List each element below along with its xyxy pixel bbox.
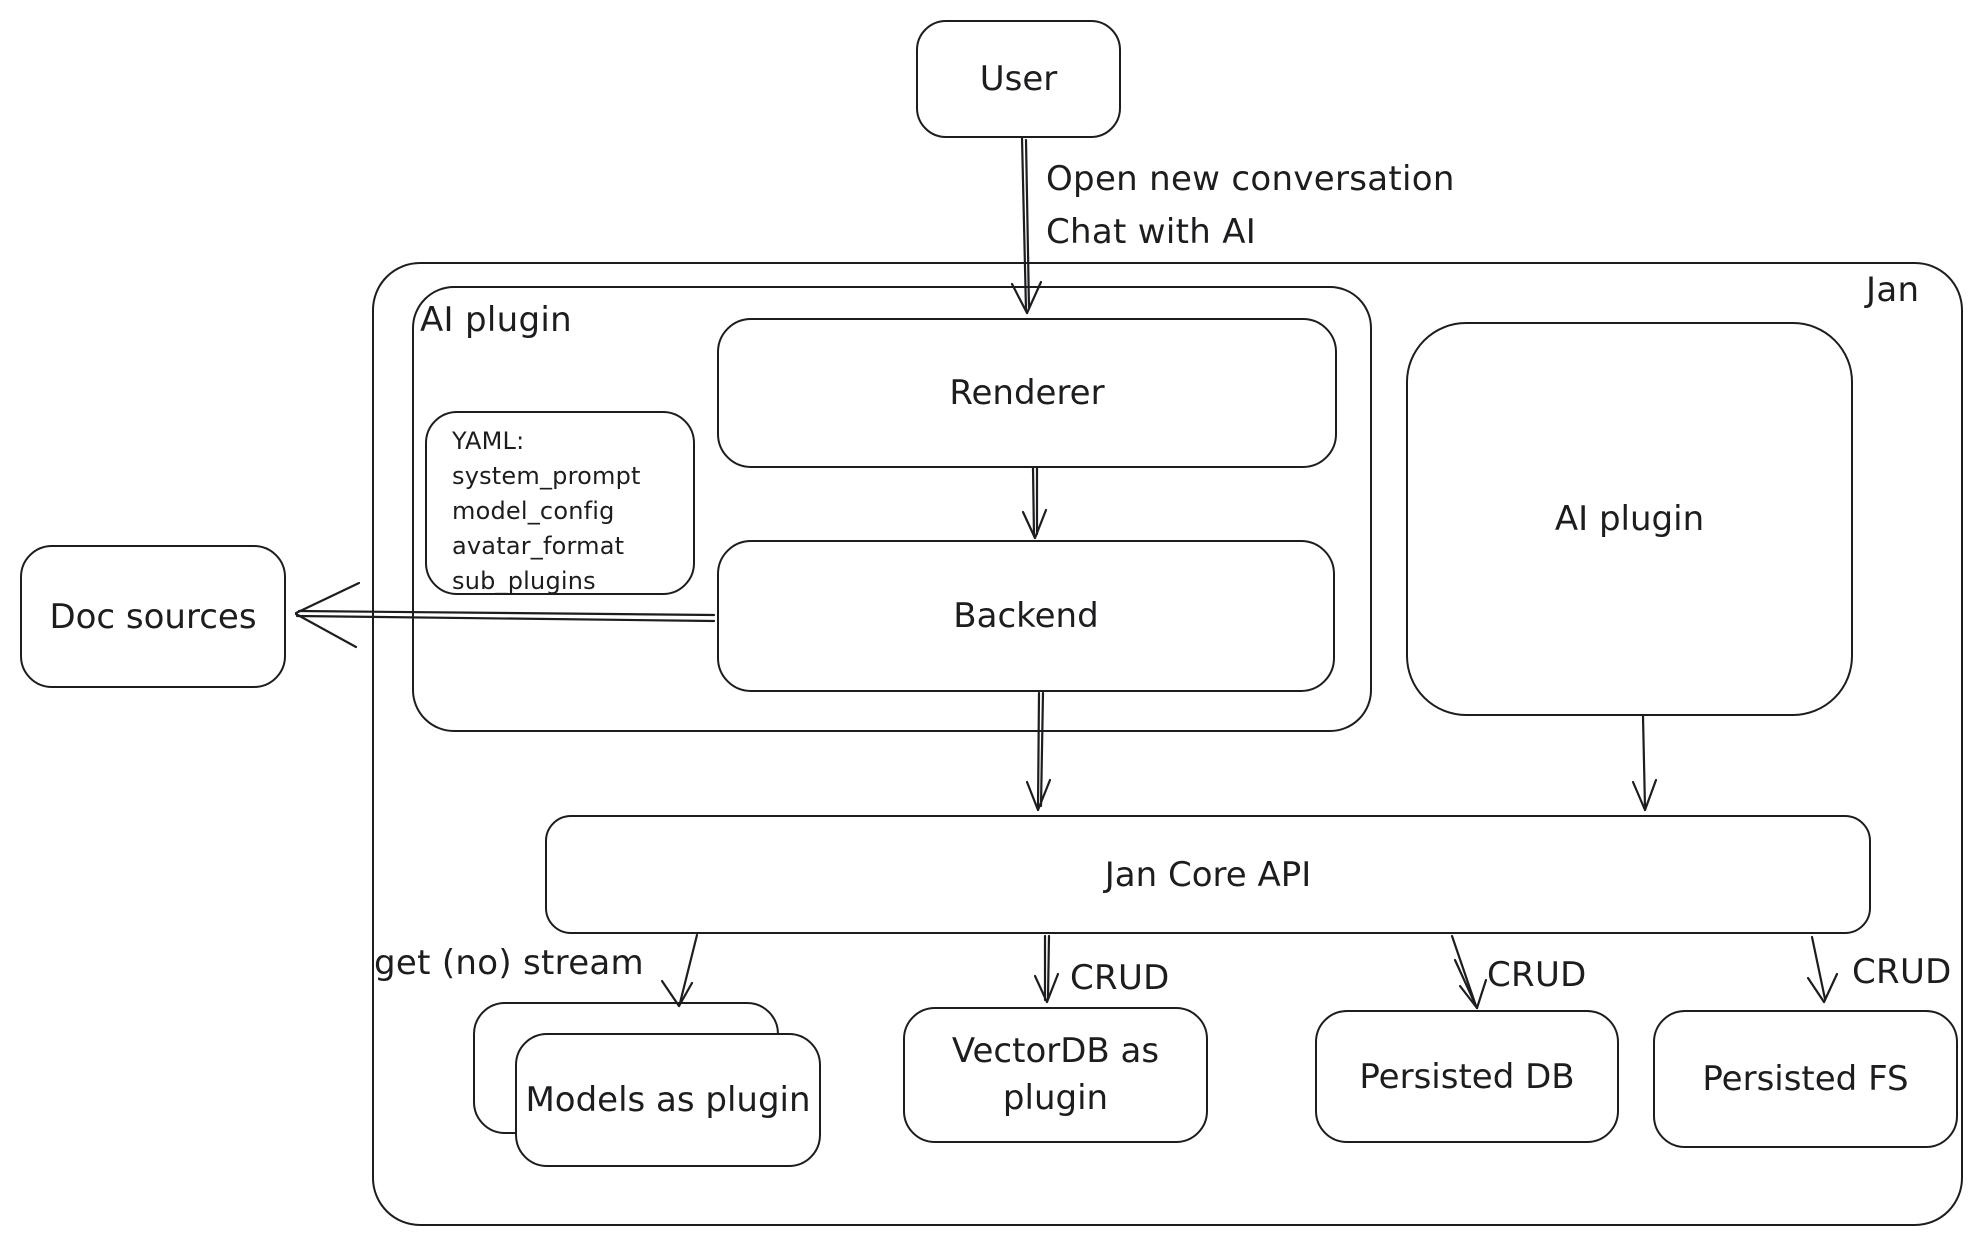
doc-sources-box: Doc sources xyxy=(20,545,286,688)
backend-box: Backend xyxy=(717,540,1335,692)
doc-sources-label: Doc sources xyxy=(49,596,257,637)
jan-core-api-box: Jan Core API xyxy=(545,815,1871,934)
persisted-db-label: Persisted DB xyxy=(1359,1056,1575,1097)
user-label: User xyxy=(979,59,1058,99)
yaml-note-text: YAML: system_prompt model_config avatar_… xyxy=(452,424,641,599)
vectordb-plugin-label: VectorDB as plugin xyxy=(951,1031,1160,1118)
ai-plugin-group-label: AI plugin xyxy=(420,300,572,340)
persisted-db-box: Persisted DB xyxy=(1315,1010,1619,1143)
yaml-note-line: model_config xyxy=(452,497,615,525)
backend-label: Backend xyxy=(953,596,1099,636)
edge-label-crud-vectordb: CRUD xyxy=(1070,958,1170,998)
yaml-note-line: sub_plugins xyxy=(452,567,596,595)
edge-label-user-flow-line2: Chat with AI xyxy=(1046,212,1257,252)
edge-label-crud-persisted-fs: CRUD xyxy=(1852,952,1952,992)
persisted-fs-label: Persisted FS xyxy=(1702,1059,1909,1099)
ai-plugin-box: AI plugin xyxy=(1406,322,1853,716)
jan-core-api-label: Jan Core API xyxy=(1104,854,1312,895)
yaml-note-line: avatar_format xyxy=(452,532,625,560)
persisted-fs-box: Persisted FS xyxy=(1653,1010,1958,1148)
vectordb-plugin-box: VectorDB as plugin xyxy=(903,1007,1208,1143)
yaml-note-box xyxy=(425,411,695,595)
yaml-note-title: YAML: xyxy=(452,427,525,455)
jan-label: Jan xyxy=(1866,270,1920,310)
models-plugin-box: Models as plugin xyxy=(515,1033,821,1167)
renderer-box: Renderer xyxy=(717,318,1337,468)
edge-label-crud-persisted-db: CRUD xyxy=(1487,955,1587,995)
edge-label-user-flow-line1: Open new conversation xyxy=(1046,159,1455,199)
edge-label-get-no-stream: get (no) stream xyxy=(374,943,644,983)
ai-plugin-label: AI plugin xyxy=(1554,499,1705,539)
renderer-label: Renderer xyxy=(949,373,1105,413)
user-box: User xyxy=(916,20,1121,138)
yaml-note-line: system_prompt xyxy=(452,462,641,490)
models-plugin-label: Models as plugin xyxy=(525,1079,811,1120)
